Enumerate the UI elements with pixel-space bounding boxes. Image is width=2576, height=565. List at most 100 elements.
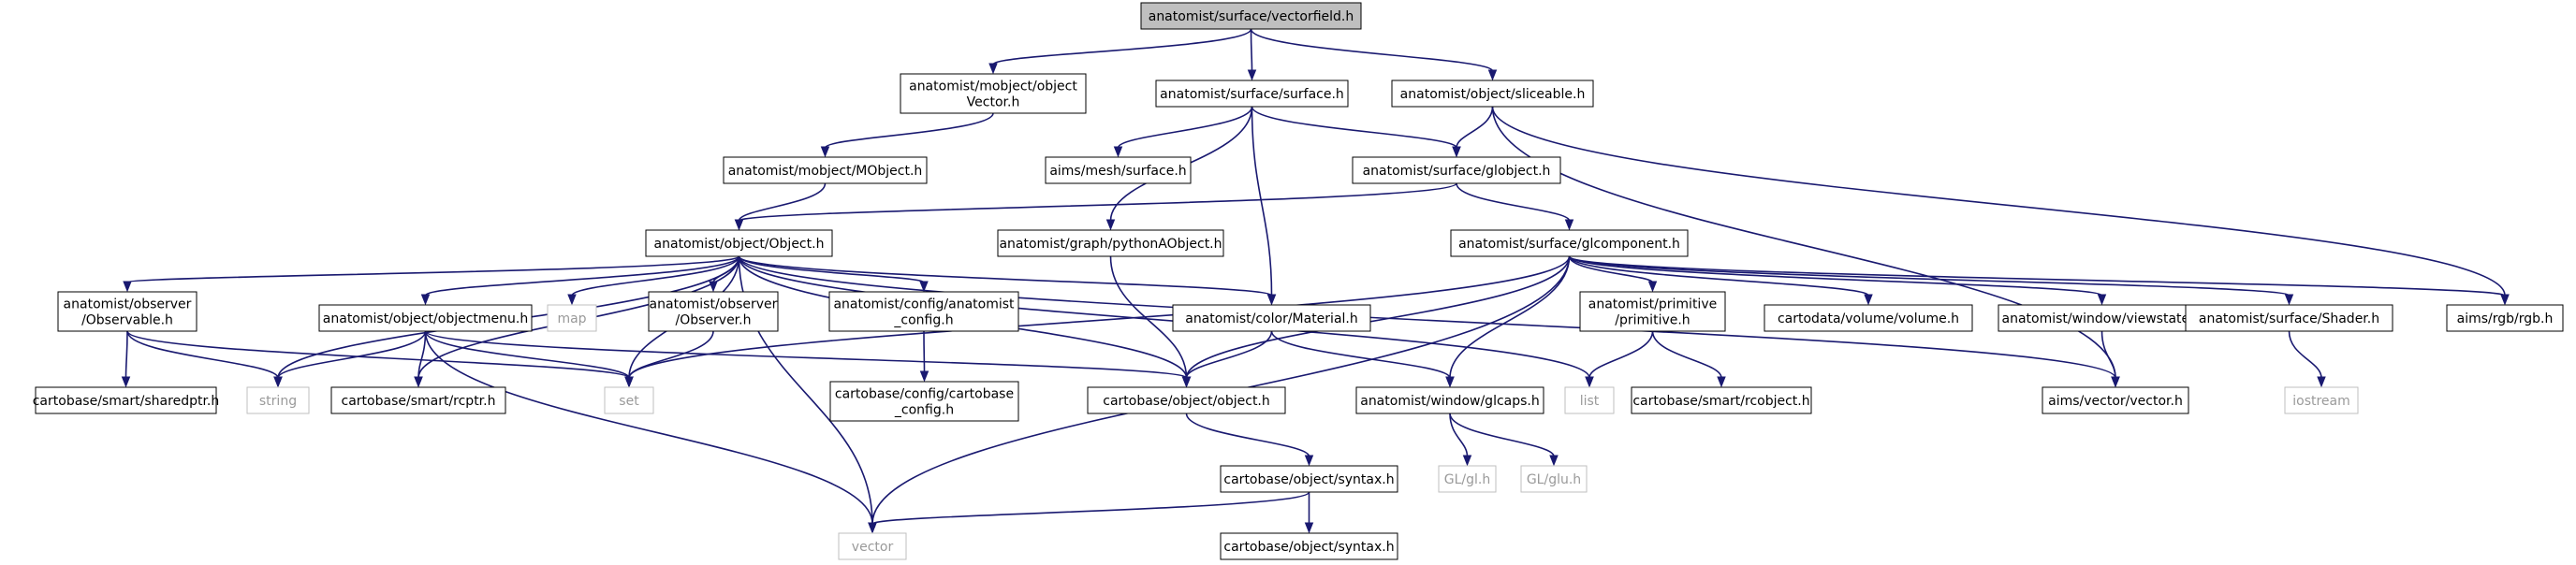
node-cbobject[interactable]: cartobase/object/object.h xyxy=(1087,386,1286,414)
edge-globject-to-object xyxy=(734,182,1457,231)
node-box xyxy=(330,386,506,414)
edge-slice-to-globject xyxy=(1452,106,1494,158)
node-layer: anatomist/surface/vectorfield.h anatomist… xyxy=(33,2,2564,560)
node-box xyxy=(900,73,1087,114)
node-label: anatomist/surface/Shader.h xyxy=(2199,311,2379,326)
edge-surf-to-meshsurf xyxy=(1113,106,1253,158)
node-map[interactable]: map xyxy=(547,304,597,332)
edge-anaconfig-to-cbconfig xyxy=(919,330,929,383)
node-viewstate[interactable]: anatomist/window/viewstate.h xyxy=(1998,304,2206,332)
node-surf[interactable]: anatomist/surface/surface.h xyxy=(1155,80,1349,108)
edge-glcaps-to-glu xyxy=(1449,413,1559,467)
node-slice[interactable]: anatomist/object/sliceable.h xyxy=(1391,80,1594,108)
node-vector[interactable]: vector xyxy=(838,532,907,560)
edge-primitive-to-rcobject xyxy=(1651,330,1726,388)
node-box xyxy=(1564,386,1615,414)
node-vecvec[interactable]: aims/vector/vector.h xyxy=(2042,386,2189,414)
node-box xyxy=(1579,291,1726,332)
node-rcptr[interactable]: cartobase/smart/rcptr.h xyxy=(330,386,506,414)
node-label: cartobase/object/syntax.h xyxy=(1223,472,1394,487)
node-box xyxy=(723,156,928,184)
node-box xyxy=(1155,80,1349,108)
node-string[interactable]: string xyxy=(246,386,310,414)
node-gl[interactable]: GL/gl.h xyxy=(1438,465,1497,493)
edge-object-to-anaconfig xyxy=(738,255,929,293)
edge-mvec-to-mobj xyxy=(820,112,994,158)
node-box xyxy=(1220,465,1398,493)
edge-layer xyxy=(121,28,2510,534)
edge-root-to-mvec xyxy=(988,28,1252,75)
node-box xyxy=(1352,156,1561,184)
node-meshsurf[interactable]: aims/mesh/surface.h xyxy=(1045,156,1192,184)
node-primitive[interactable]: anatomist/primitive/primitive.h xyxy=(1579,291,1726,332)
node-label: _config.h xyxy=(894,403,954,418)
edge-globject-to-glcomp xyxy=(1456,182,1574,231)
edge-glcomp-to-glcaps xyxy=(1445,255,1571,388)
node-box xyxy=(35,386,217,414)
node-set[interactable]: set xyxy=(604,386,654,414)
node-volume[interactable]: cartodata/volume/volume.h xyxy=(1764,304,1973,332)
node-material[interactable]: anatomist/color/Material.h xyxy=(1172,304,1371,332)
node-label: GL/gl.h xyxy=(1444,472,1490,487)
node-box xyxy=(318,304,533,332)
node-label: anatomist/window/glcaps.h xyxy=(1360,394,1540,409)
node-object[interactable]: anatomist/object/Object.h xyxy=(645,229,833,257)
node-observable[interactable]: anatomist/observer/Observable.h xyxy=(57,291,198,332)
node-label: /Observer.h xyxy=(676,313,752,328)
edge-object-to-observable xyxy=(123,255,740,293)
node-label: anatomist/window/viewstate.h xyxy=(2002,311,2203,326)
node-label: aims/mesh/surface.h xyxy=(1049,164,1186,179)
node-objmenu[interactable]: anatomist/object/objectmenu.h xyxy=(318,304,533,332)
node-box xyxy=(1172,304,1371,332)
node-box xyxy=(1450,229,1689,257)
node-syntax2[interactable]: cartobase/object/syntax.h xyxy=(1220,532,1398,560)
node-root[interactable]: anatomist/surface/vectorfield.h xyxy=(1140,2,1362,30)
edge-primitive-to-list xyxy=(1585,330,1654,388)
node-cbconfig[interactable]: cartobase/config/cartobase_config.h xyxy=(829,381,1019,422)
node-label: anatomist/surface/vectorfield.h xyxy=(1149,9,1354,24)
edge-shader-to-iostream xyxy=(2288,330,2326,388)
node-globject[interactable]: anatomist/surface/globject.h xyxy=(1352,156,1561,184)
edge-surf-to-material xyxy=(1251,106,1277,306)
node-label: set xyxy=(619,394,639,409)
node-box xyxy=(645,229,833,257)
edge-root-to-slice xyxy=(1250,28,1498,81)
node-syntax[interactable]: cartobase/object/syntax.h xyxy=(1220,465,1398,493)
node-list[interactable]: list xyxy=(1564,386,1615,414)
node-observer[interactable]: anatomist/observer/Observer.h xyxy=(648,291,779,332)
node-label: /primitive.h xyxy=(1615,313,1690,328)
edge-mobj-to-object xyxy=(734,182,827,231)
node-label: anatomist/object/sliceable.h xyxy=(1400,87,1586,102)
node-label: Vector.h xyxy=(967,95,1020,110)
node-label: anatomist/observer xyxy=(64,297,192,312)
node-label: cartobase/object/syntax.h xyxy=(1223,540,1394,555)
node-label: map xyxy=(557,311,586,326)
node-box xyxy=(2446,304,2564,332)
node-label: anatomist/surface/globject.h xyxy=(1363,164,1551,179)
edge-glcaps-to-gl xyxy=(1449,413,1472,467)
node-box xyxy=(246,386,310,414)
node-sharedptr[interactable]: cartobase/smart/sharedptr.h xyxy=(33,386,220,414)
edge-glcomp-to-viewstate xyxy=(1568,255,2107,306)
node-glcaps[interactable]: anatomist/window/glcaps.h xyxy=(1355,386,1544,414)
node-box xyxy=(2042,386,2189,414)
node-label: cartobase/smart/rcobject.h xyxy=(1632,394,1809,409)
node-mobj[interactable]: anatomist/mobject/MObject.h xyxy=(723,156,928,184)
node-pyobj[interactable]: anatomist/graph/pythonAObject.h xyxy=(997,229,1224,257)
node-rgb[interactable]: aims/rgb/rgb.h xyxy=(2446,304,2564,332)
node-rcobject[interactable]: cartobase/smart/rcobject.h xyxy=(1631,386,1812,414)
edge-objmenu-to-rcptr xyxy=(414,330,427,388)
node-anaconfig[interactable]: anatomist/config/anatomist_config.h xyxy=(828,291,1019,332)
edge-observer-to-set xyxy=(624,330,714,388)
node-label: anatomist/primitive xyxy=(1588,297,1717,312)
node-shader[interactable]: anatomist/surface/Shader.h xyxy=(2185,304,2393,332)
node-label: GL/glu.h xyxy=(1527,472,1581,487)
node-glu[interactable]: GL/glu.h xyxy=(1520,465,1588,493)
node-box xyxy=(648,291,779,332)
edge-viewstate-to-vecvec xyxy=(2100,330,2120,388)
node-glcomp[interactable]: anatomist/surface/glcomponent.h xyxy=(1450,229,1689,257)
node-iostream[interactable]: iostream xyxy=(2284,386,2359,414)
node-label: anatomist/object/Object.h xyxy=(654,237,825,252)
node-box xyxy=(2185,304,2393,332)
